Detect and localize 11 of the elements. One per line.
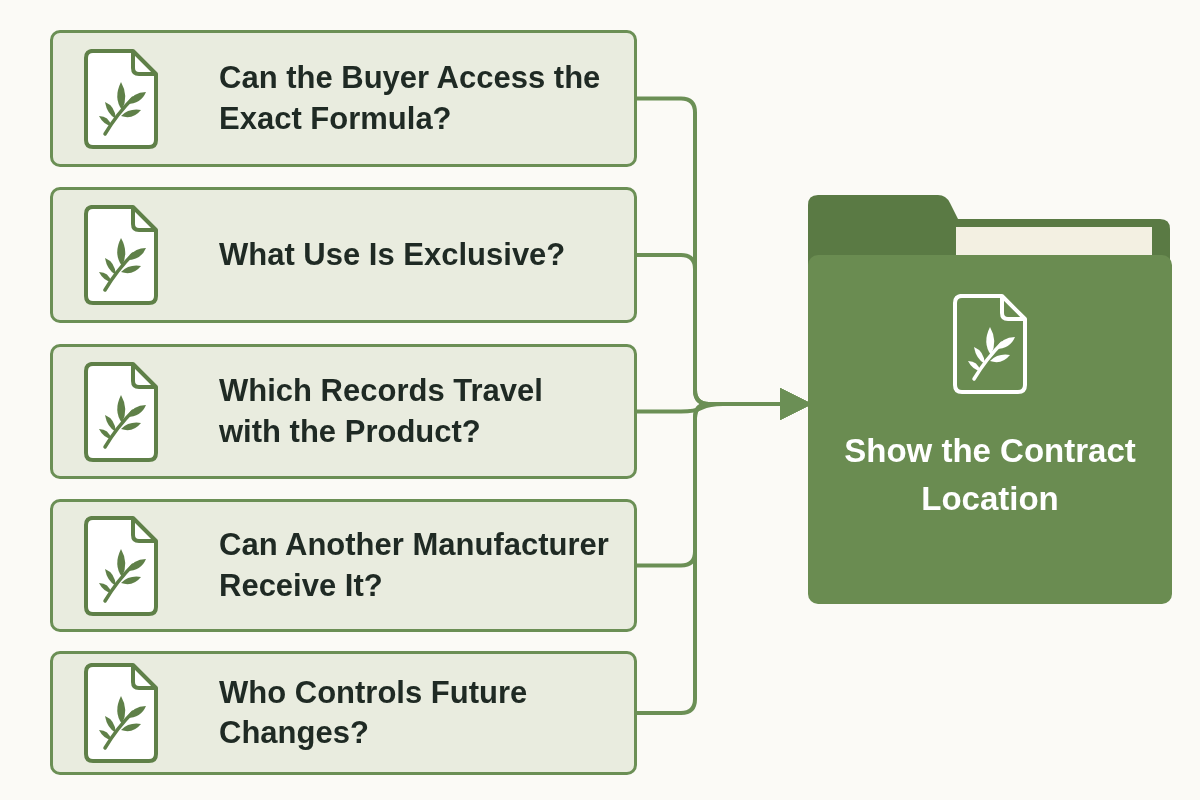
question-box: [50, 30, 637, 167]
question-box: [50, 651, 637, 775]
question-box: [50, 187, 637, 323]
question-box: [50, 344, 637, 479]
question-text: Which Records Travel with the Product?: [219, 372, 544, 451]
question-text: What Use Is Exclusive?: [219, 235, 566, 274]
question-box: [50, 499, 637, 632]
question-text: Can Another Manufacturer Receive It?: [219, 526, 609, 605]
question-text: Who Controls Future Changes?: [219, 673, 529, 752]
folder-label: Show the Contract Location: [843, 431, 1137, 519]
question-text: Can the Buyer Access the Exact Formula?: [219, 59, 602, 138]
